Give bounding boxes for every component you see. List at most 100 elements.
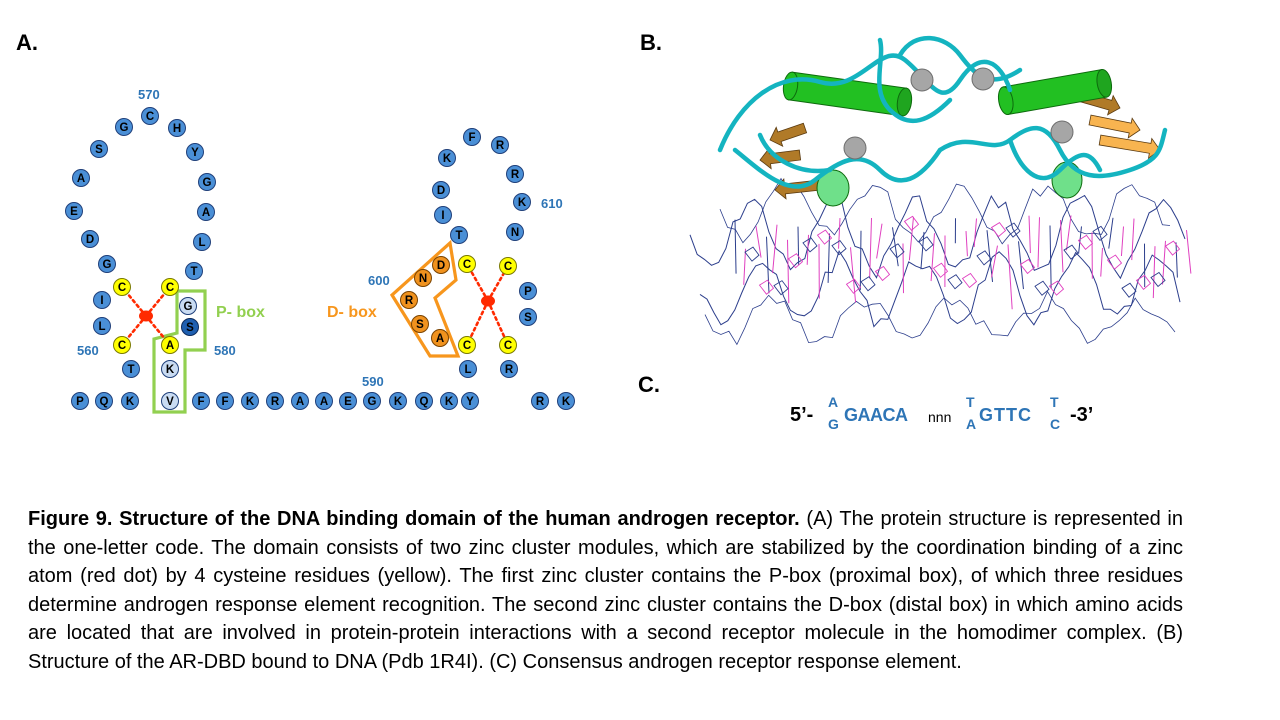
are-r1-top: A [828, 394, 839, 410]
residue-circle [266, 392, 284, 410]
zinc-sphere [971, 67, 995, 91]
residue-circle [98, 255, 116, 273]
residue-circle [506, 165, 524, 183]
dna-ring [1005, 222, 1021, 238]
residue-m2-12: A [431, 329, 449, 347]
residue-letter: G [184, 301, 193, 313]
residue-m2-21: K [438, 149, 456, 167]
protein-loop [1007, 137, 1103, 181]
dna-base [892, 227, 899, 267]
position-number-570: 570 [138, 87, 160, 102]
residue-m2-18: T [450, 226, 468, 244]
residue-m2-9: R [500, 360, 518, 378]
residue-m1-16: L [93, 317, 111, 335]
dna-base [965, 231, 968, 257]
residue-circle [431, 329, 449, 347]
residue-letter: T [127, 364, 134, 376]
dna-ring [773, 280, 789, 296]
residue-circle [411, 315, 429, 333]
dna-ring [744, 246, 760, 262]
dna-base [991, 245, 998, 278]
residue-letter: P [524, 286, 532, 298]
residue-linker-6: R [266, 392, 284, 410]
pbox-label: P- box [216, 304, 265, 321]
panel-label-b: B. [640, 30, 662, 55]
protein-loop [897, 35, 1023, 82]
residue-m1-17: I [93, 291, 111, 309]
dna-base [876, 223, 883, 259]
residue-letter: L [198, 237, 205, 249]
dna-ring [1121, 282, 1137, 298]
residue-circle [90, 140, 108, 158]
residue-m2-1: R [491, 136, 509, 154]
dna-base [920, 231, 925, 270]
residue-circle [113, 278, 131, 296]
residue-circle [519, 282, 537, 300]
dna-base [1028, 215, 1031, 254]
dna-base [827, 233, 830, 283]
are-3prime: -3’ [1070, 404, 1094, 426]
dna-base [838, 218, 841, 249]
residue-circle [531, 392, 549, 410]
residue-m2-7: S [519, 308, 537, 326]
residue-letter: G [368, 396, 377, 408]
residue-m1-5: L [193, 233, 211, 251]
dna-ring [976, 250, 992, 266]
dna-base [973, 218, 977, 248]
residue-letter: R [505, 364, 514, 376]
residue-letter: A [436, 333, 444, 345]
residue-circle [121, 392, 139, 410]
residue-circle [432, 256, 450, 274]
figure-diagram: CHYGALTCGSAKVCTCLIGDEASGFRRKNCPSCRLCASRN… [65, 35, 1192, 414]
dna-base [766, 236, 770, 294]
dna-ring [874, 265, 891, 282]
residue-circle [161, 278, 179, 296]
residue-letter: D [437, 185, 445, 197]
residue-letter: C [166, 282, 174, 294]
alpha-helix [997, 68, 1113, 116]
position-number-600: 600 [368, 273, 390, 288]
residue-letter: R [511, 169, 520, 181]
dna-ring [1164, 240, 1181, 256]
consensus-response-element: 5’- A G GAACA nnn T A GTTC T C -3’ [788, 392, 1128, 442]
residue-letter: K [246, 396, 255, 408]
residue-circle [115, 118, 133, 136]
dna-ring [1092, 225, 1108, 242]
residue-linker-9: E [339, 392, 357, 410]
residue-letter: T [190, 266, 197, 278]
caption-body: (A) The protein structure is represented… [28, 508, 1183, 673]
dna-ring [845, 278, 862, 294]
are-r2-top: T [966, 394, 975, 410]
protein-loop [937, 125, 1168, 179]
residue-m1-12: V [161, 392, 179, 410]
residue-letter: D [86, 234, 94, 246]
residue-letter: R [496, 140, 505, 152]
zinc-atom-2 [481, 295, 495, 307]
residue-m1-20: E [65, 202, 83, 220]
residue-linker-10: G [363, 392, 381, 410]
dna-base [1100, 247, 1103, 277]
residue-letter: P [76, 396, 84, 408]
residue-m2-15: N [414, 269, 432, 287]
residue-letter: H [173, 123, 181, 135]
dbox-label: D- box [327, 304, 377, 321]
residue-circle [197, 203, 215, 221]
residue-letter: F [197, 396, 204, 408]
residue-linker-3: F [192, 392, 210, 410]
residue-letter: S [524, 312, 532, 324]
residue-circle [93, 317, 111, 335]
residue-m2-17: C [458, 255, 476, 273]
box-outlines [152, 239, 461, 414]
residue-linker-1: Q [95, 392, 113, 410]
are-r2-bottom: A [966, 416, 977, 432]
dna-base [859, 230, 862, 291]
residue-circle [193, 233, 211, 251]
residue-letter: T [455, 230, 462, 242]
protein-loop [877, 37, 953, 123]
residue-letter: G [203, 177, 212, 189]
residue-letter: L [464, 364, 471, 376]
residue-letter: N [511, 227, 519, 239]
residue-letter: C [463, 259, 471, 271]
residue-circle [185, 262, 203, 280]
residue-letter: C [504, 340, 512, 352]
